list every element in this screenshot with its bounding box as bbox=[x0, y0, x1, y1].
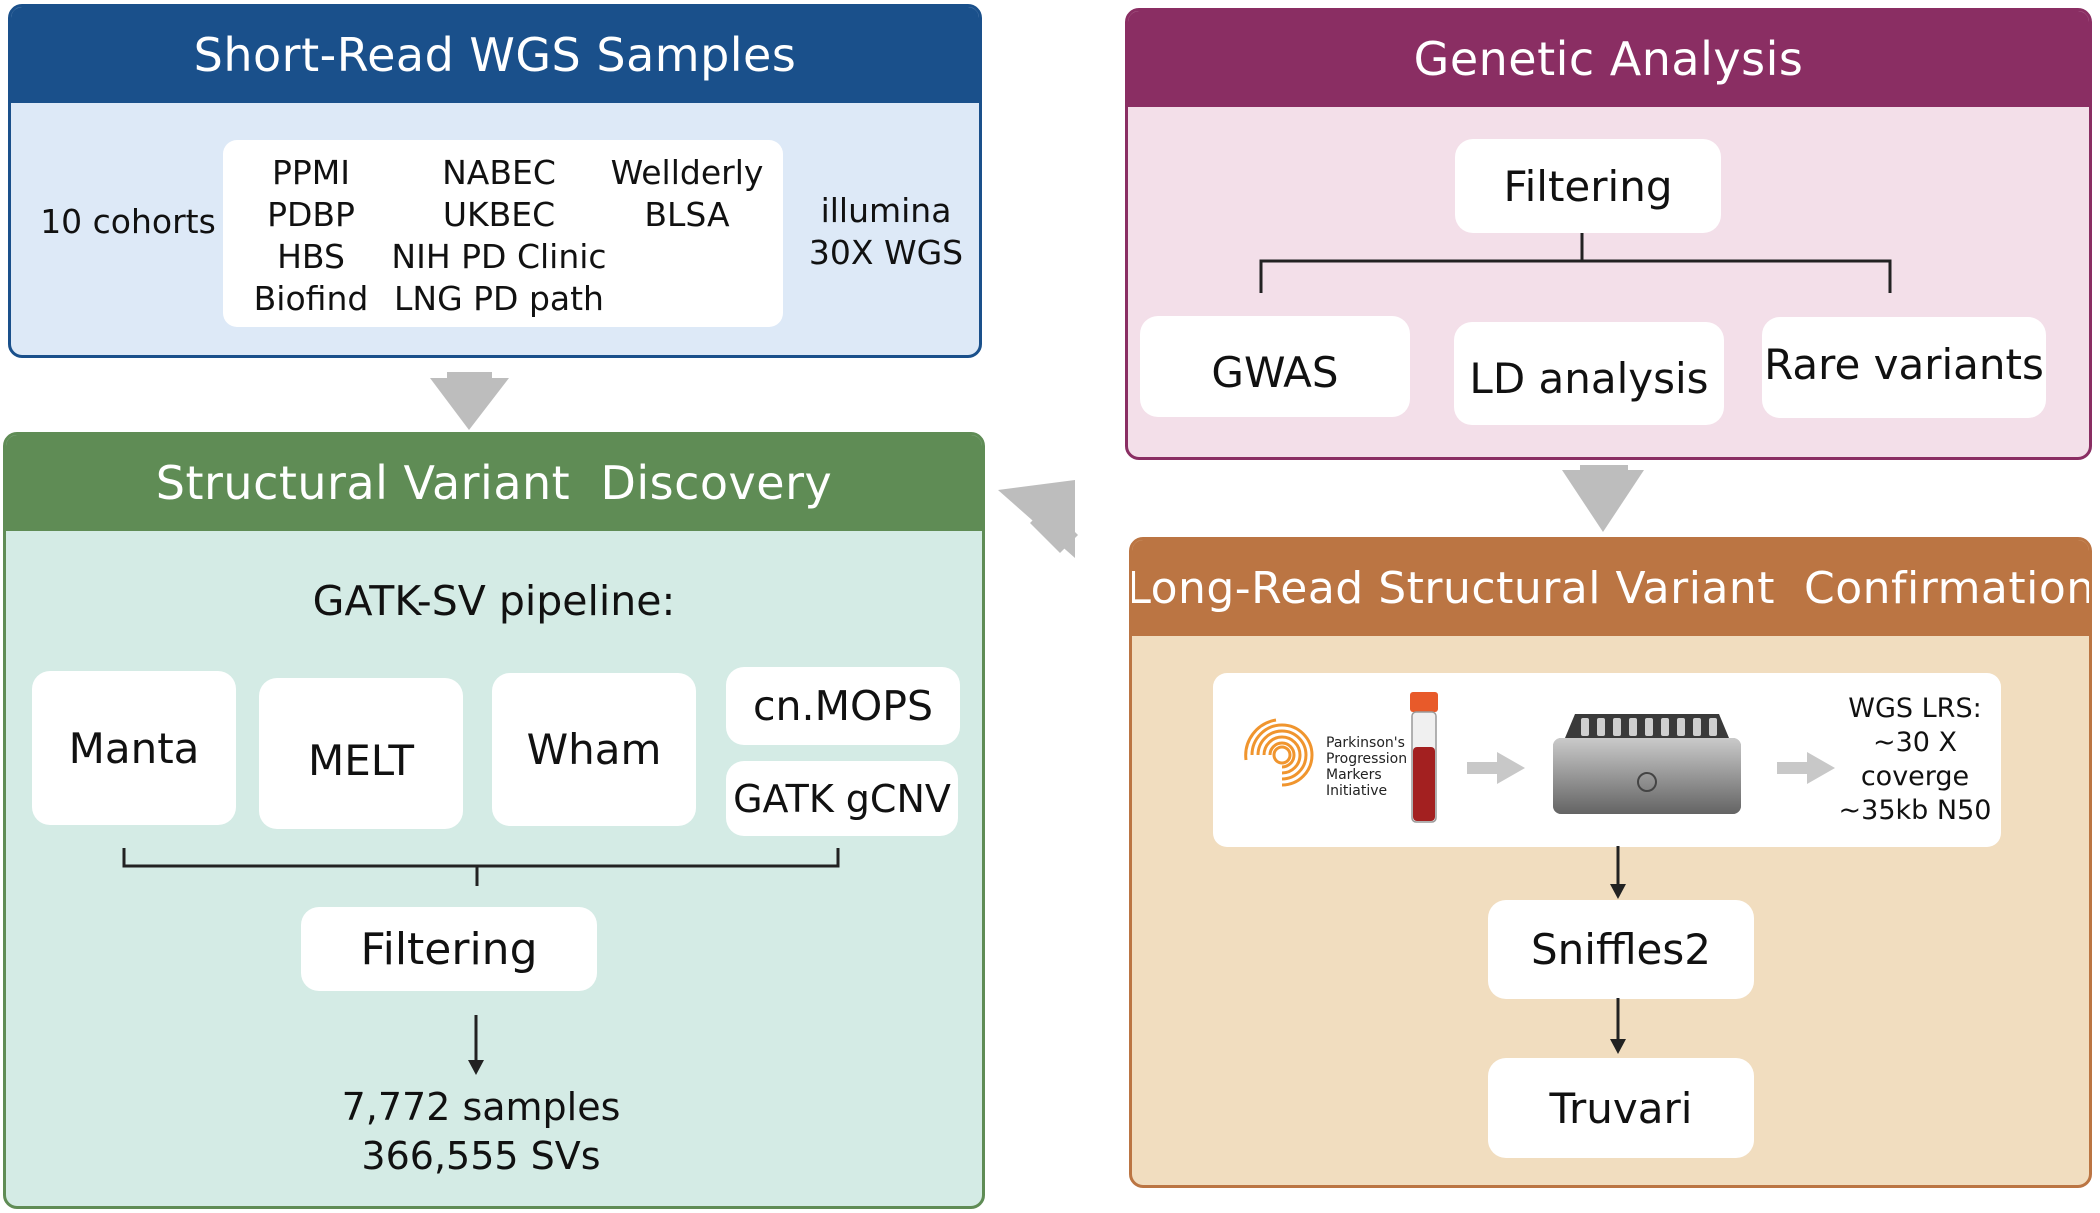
short-read-header: Short-Read WGS Samples bbox=[11, 7, 979, 103]
cohort-count: 10 cohorts bbox=[40, 202, 216, 241]
tool-gatk-gcnv-label: GATK gCNV bbox=[733, 776, 951, 821]
cohort-column-3: Wellderly BLSA bbox=[609, 152, 765, 236]
ppmi-logo-text: Parkinson's Progression Markers Initiati… bbox=[1326, 735, 1407, 799]
sequencer-icon bbox=[1553, 714, 1741, 814]
sniffles2-label: Sniffles2 bbox=[1531, 925, 1711, 974]
sv-result-line: 366,555 SVs bbox=[361, 1134, 601, 1178]
ppmi-text-line: Initiative bbox=[1326, 783, 1388, 799]
workflow-arrow-icon bbox=[1777, 752, 1835, 784]
cohort-name: Biofind bbox=[253, 279, 369, 318]
genetic-filtering-label: Filtering bbox=[1503, 161, 1673, 211]
tool-gatk-gcnv: GATK gCNV bbox=[726, 761, 958, 836]
ppmi-text-line: Progression bbox=[1326, 751, 1408, 767]
sv-filtering-label: Filtering bbox=[360, 923, 538, 975]
cohort-name: PPMI bbox=[271, 153, 350, 192]
tool-melt-label: MELT bbox=[307, 736, 415, 785]
truvari-label: Truvari bbox=[1549, 1083, 1693, 1133]
cohort-name: LNG PD path bbox=[394, 279, 604, 318]
sv-result-line: 7,772 samples bbox=[341, 1085, 621, 1129]
platform-line: illumina bbox=[820, 191, 952, 230]
tool-manta-label: Manta bbox=[68, 723, 200, 773]
cohort-name: UKBEC bbox=[442, 195, 556, 234]
cohort-name: HBS bbox=[277, 237, 345, 276]
genetic-analysis-title: Genetic Analysis bbox=[1413, 32, 1804, 86]
gwas-box: GWAS bbox=[1140, 316, 1410, 417]
ld-analysis-box: LD analysis bbox=[1454, 322, 1724, 425]
sv-filtering-box: Filtering bbox=[301, 907, 597, 991]
cohort-name: NABEC bbox=[442, 153, 556, 192]
tool-melt: MELT bbox=[259, 678, 463, 829]
flow-arrow-down-icon bbox=[1562, 465, 1644, 532]
short-read-title: Short-Read WGS Samples bbox=[193, 28, 797, 82]
wgs-lrs-line: ~35kb N50 bbox=[1838, 795, 1992, 826]
sv-discovery-header: Structural Variant Discovery bbox=[6, 435, 982, 531]
long-read-title: Long-Read Structural Variant Confirmatio… bbox=[1129, 562, 2092, 614]
genetic-analysis-panel: Genetic Analysis Filtering GWAS LD analy… bbox=[1125, 8, 2092, 460]
rare-variants-box: Rare variants bbox=[1762, 317, 2046, 418]
pipeline-label: GATK-SV pipeline: bbox=[312, 577, 676, 625]
platform-line: 30X WGS bbox=[808, 233, 964, 272]
tool-wham-label: Wham bbox=[526, 725, 662, 774]
genetic-analysis-header: Genetic Analysis bbox=[1128, 11, 2089, 107]
tool-cnmops: cn.MOPS bbox=[726, 667, 960, 745]
cohort-column-2: NABEC UKBEC NIH PD Clinic LNG PD path bbox=[389, 152, 609, 320]
wgs-lrs-line: coverge bbox=[1860, 761, 1970, 792]
tool-wham: Wham bbox=[492, 673, 696, 826]
platform-label: illumina 30X WGS bbox=[796, 190, 976, 274]
flow-arrow-diagonal-icon bbox=[998, 480, 1078, 558]
rare-variants-label: Rare variants bbox=[1764, 340, 2044, 389]
long-read-header: Long-Read Structural Variant Confirmatio… bbox=[1132, 540, 2089, 636]
ppmi-logo-icon bbox=[1244, 718, 1314, 787]
long-read-panel: Long-Read Structural Variant Confirmatio… bbox=[1129, 537, 2092, 1188]
sv-discovery-panel: Structural Variant Discovery GATK-SV pip… bbox=[3, 432, 985, 1209]
wgs-lrs-line: WGS LRS: bbox=[1848, 693, 1982, 724]
cohort-name: Wellderly bbox=[610, 153, 764, 192]
ppmi-text-line: Parkinson's bbox=[1326, 735, 1405, 751]
flow-arrow-down-icon bbox=[430, 372, 509, 430]
cohort-name: BLSA bbox=[644, 195, 730, 234]
short-read-panel: Short-Read WGS Samples 10 cohorts PPMI P… bbox=[8, 4, 982, 358]
cohort-name: NIH PD Clinic bbox=[391, 237, 607, 276]
sniffles2-box: Sniffles2 bbox=[1488, 900, 1754, 999]
ppmi-text-line: Markers bbox=[1326, 767, 1382, 783]
cohort-column-1: PPMI PDBP HBS Biofind bbox=[241, 152, 381, 320]
genetic-filtering-box: Filtering bbox=[1455, 139, 1721, 233]
sv-discovery-title: Structural Variant Discovery bbox=[155, 456, 833, 510]
tool-cnmops-label: cn.MOPS bbox=[753, 682, 933, 730]
cohort-name: PDBP bbox=[267, 195, 355, 234]
wgs-lrs-line: ~30 X bbox=[1872, 727, 1958, 758]
truvari-box: Truvari bbox=[1488, 1058, 1754, 1158]
gwas-label: GWAS bbox=[1211, 348, 1339, 397]
workflow-arrow-icon bbox=[1467, 752, 1525, 784]
wgs-lrs-info: WGS LRS: ~30 X coverge ~35kb N50 bbox=[1832, 692, 1998, 828]
sv-result: 7,772 samples 366,555 SVs bbox=[6, 1083, 956, 1181]
ld-analysis-label: LD analysis bbox=[1469, 354, 1709, 403]
cohort-list-box bbox=[223, 140, 783, 327]
blood-tube-icon bbox=[1410, 692, 1438, 823]
tool-manta: Manta bbox=[32, 671, 236, 825]
